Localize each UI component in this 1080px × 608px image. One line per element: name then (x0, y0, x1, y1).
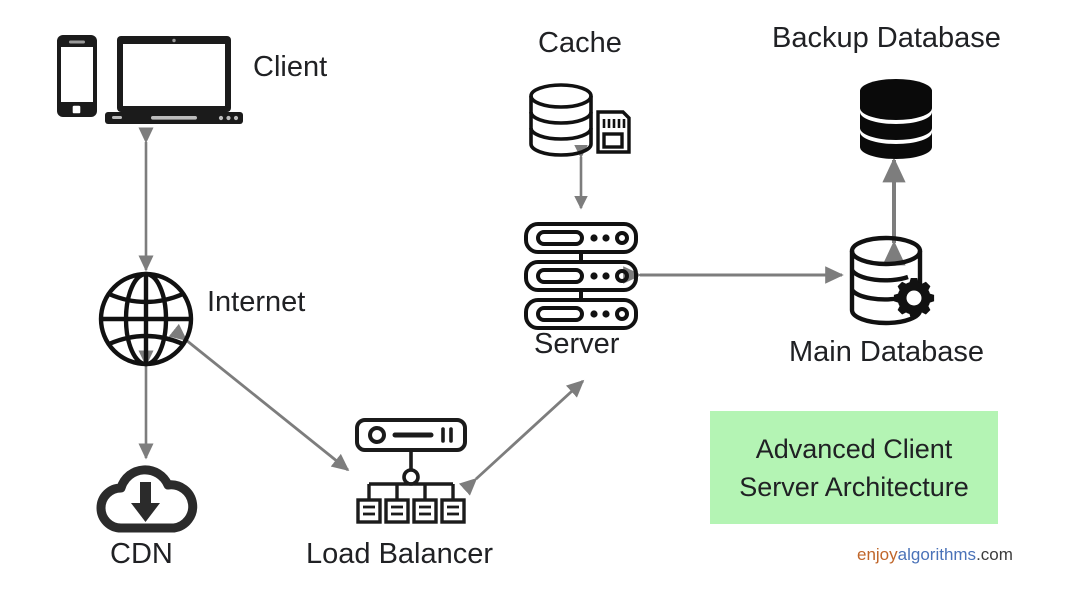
node-server[interactable] (524, 222, 638, 330)
caption-line-2: Server Architecture (739, 471, 969, 502)
label-backup-database: Backup Database (772, 22, 1001, 54)
watermark-part-domain: .com (976, 545, 1013, 564)
globe-icon (98, 271, 194, 367)
label-load-balancer: Load Balancer (306, 538, 494, 570)
database-memory-chip-icon (529, 83, 631, 157)
node-main-database[interactable] (848, 235, 944, 328)
smartphone-icon (57, 35, 97, 117)
load-balancer-icon (355, 418, 467, 524)
label-cache: Cache (538, 27, 622, 59)
watermark: enjoyalgorithms.com (857, 545, 1013, 565)
node-backup-database[interactable] (853, 78, 939, 160)
server-rack-icon (524, 222, 638, 330)
label-client: Client (253, 51, 328, 83)
node-load-balancer[interactable] (355, 418, 467, 526)
node-cache[interactable] (528, 82, 632, 158)
laptop-icon (105, 36, 243, 124)
caption-box: Advanced Client Server Architecture (710, 411, 998, 524)
watermark-part-enjoy: enjoy (857, 545, 898, 564)
node-internet[interactable] (95, 270, 197, 368)
cloud-download-icon (96, 465, 198, 533)
arrow-loadbalancer-server (458, 379, 585, 496)
watermark-part-algorithms: algorithms (897, 545, 977, 564)
database-gear-icon (849, 235, 935, 326)
label-cdn: CDN (110, 538, 173, 570)
node-client[interactable] (55, 32, 255, 132)
caption-line-1: Advanced Client (755, 433, 953, 464)
database-filled-icon (860, 79, 932, 159)
node-cdn[interactable] (95, 462, 199, 534)
label-server: Server (534, 328, 620, 360)
label-internet: Internet (207, 286, 306, 318)
label-main-database: Main Database (789, 336, 985, 368)
arrow-internet-loadbalancer (168, 323, 350, 472)
